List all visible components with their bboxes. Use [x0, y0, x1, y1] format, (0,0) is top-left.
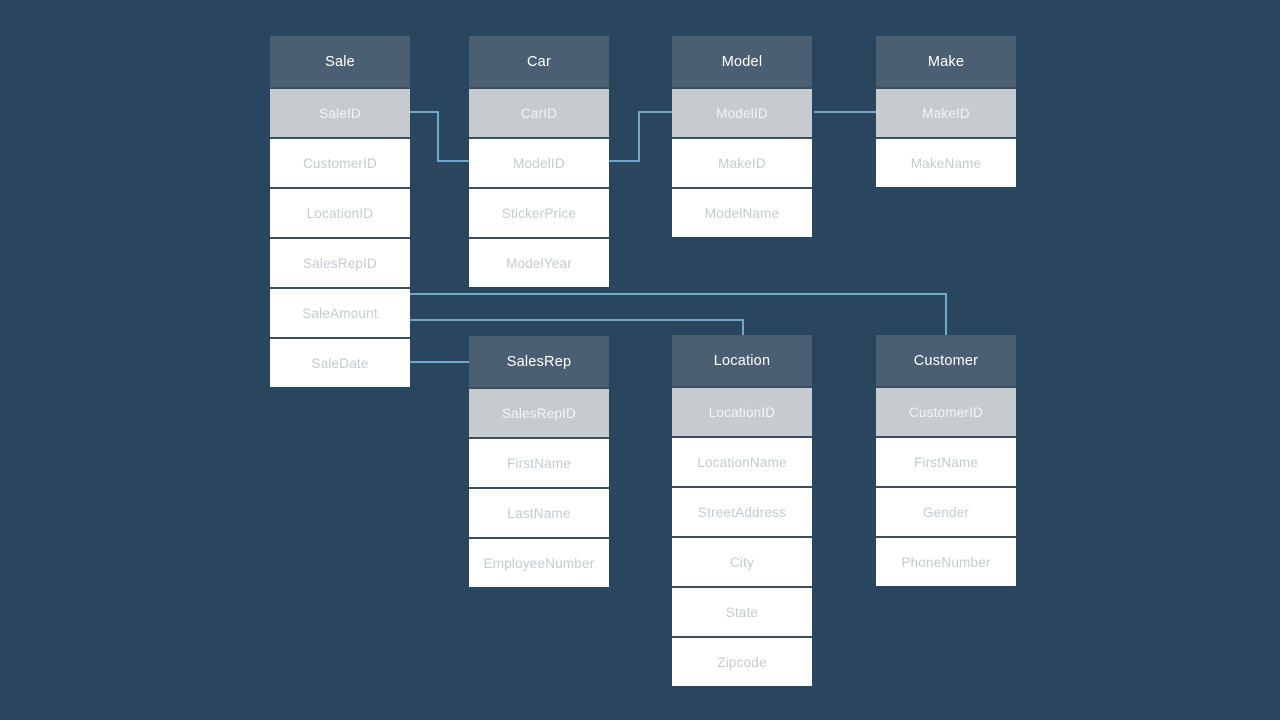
relationship-sale-to-car [410, 111, 469, 162]
attribute-row[interactable]: Zipcode [672, 636, 812, 686]
entity-title: Sale [270, 36, 410, 87]
attribute-row[interactable]: FirstName [469, 437, 609, 487]
attribute-row[interactable]: MakeID [672, 137, 812, 187]
attribute-row[interactable]: CustomerID [270, 137, 410, 187]
attribute-row[interactable]: City [672, 536, 812, 586]
attribute-row[interactable]: SaleAmount [270, 287, 410, 337]
primary-key-row[interactable]: CarID [469, 87, 609, 137]
entity-title: Customer [876, 335, 1016, 386]
relationship-sale-to-customer [410, 293, 947, 335]
attribute-row[interactable]: Gender [876, 486, 1016, 536]
attribute-row[interactable]: ModelID [469, 137, 609, 187]
primary-key-row[interactable]: SalesRepID [469, 387, 609, 437]
primary-key-row[interactable]: SaleID [270, 87, 410, 137]
attribute-row[interactable]: SalesRepID [270, 237, 410, 287]
attribute-row[interactable]: PhoneNumber [876, 536, 1016, 586]
attribute-row[interactable]: ModelName [672, 187, 812, 237]
attribute-row[interactable]: MakeName [876, 137, 1016, 187]
entity-title: Car [469, 36, 609, 87]
attribute-row[interactable]: ModelYear [469, 237, 609, 287]
entity-title: Location [672, 335, 812, 386]
attribute-row[interactable]: State [672, 586, 812, 636]
attribute-row[interactable]: StreetAddress [672, 486, 812, 536]
primary-key-row[interactable]: MakeID [876, 87, 1016, 137]
attribute-row[interactable]: StickerPrice [469, 187, 609, 237]
attribute-row[interactable]: LocationID [270, 187, 410, 237]
entity-title: Make [876, 36, 1016, 87]
relationship-car-to-model [609, 111, 672, 162]
attribute-row[interactable]: FirstName [876, 436, 1016, 486]
entity-title: SalesRep [469, 336, 609, 387]
primary-key-row[interactable]: LocationID [672, 386, 812, 436]
attribute-row[interactable]: LocationName [672, 436, 812, 486]
entity-title: Model [672, 36, 812, 87]
relationship-sale-to-location [410, 319, 744, 335]
attribute-row[interactable]: SaleDate [270, 337, 410, 387]
attribute-row[interactable]: LastName [469, 487, 609, 537]
primary-key-row[interactable]: ModelID [672, 87, 812, 137]
attribute-row[interactable]: EmployeeNumber [469, 537, 609, 587]
primary-key-row[interactable]: CustomerID [876, 386, 1016, 436]
